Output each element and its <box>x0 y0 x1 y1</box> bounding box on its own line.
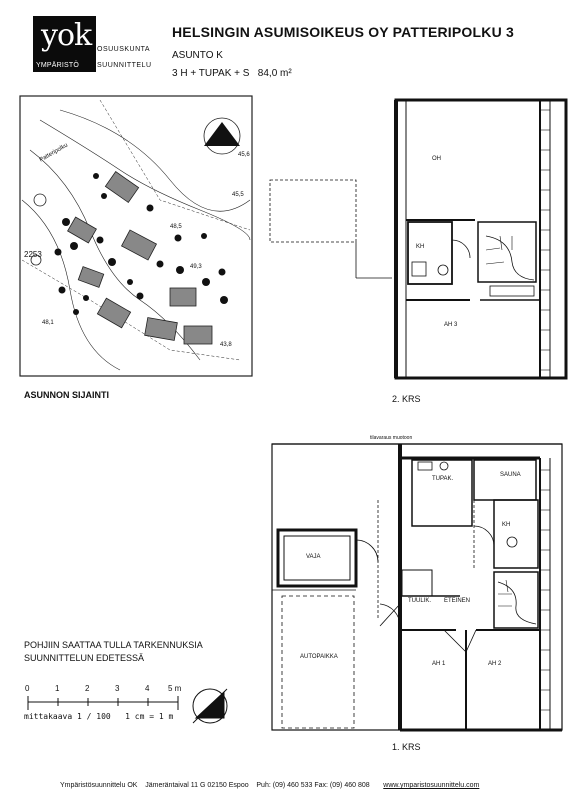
scale-tick-2: 2 <box>85 684 90 693</box>
site-plan-caption: ASUNNON SIJAINTI <box>24 390 110 400</box>
scale-tick-1: 1 <box>55 684 60 693</box>
apartment-label: ASUNTO K <box>172 50 223 61</box>
site-label-h4: 48,5 <box>170 224 182 230</box>
footer-address: Jämeräntaival 11 G 02150 Espoo <box>145 782 249 789</box>
room-kh-1: KH <box>502 522 511 528</box>
room-oh: OH <box>432 156 441 162</box>
floor2-caption: 2. KRS <box>392 394 421 404</box>
scale-bar <box>27 696 179 710</box>
north-arrow <box>192 688 228 724</box>
room-vaja: VAJA <box>306 554 321 560</box>
room-ah1: AH 1 <box>432 661 446 667</box>
floor1-top-note: tilavaraus muotoon <box>370 435 413 441</box>
layout-text: 3 H + TUPAK + S <box>172 68 250 79</box>
area-text: 84,0 m² <box>257 68 292 79</box>
site-label-h2: 43,8 <box>220 342 232 348</box>
room-tupak: TUPAK. <box>432 476 454 482</box>
site-label-h3: 49,3 <box>190 264 202 270</box>
room-autopaikka: AUTOPAIKKA <box>300 654 338 660</box>
footer-website-link[interactable]: www.ymparistosuunnittelu.com <box>383 782 480 789</box>
page-title: HELSINGIN ASUMISOIKEUS OY PATTERIPOLKU 3 <box>172 24 514 40</box>
site-north-arrow <box>203 117 241 155</box>
scale-tick-3: 3 <box>115 684 120 693</box>
scale-tick-0: 0 <box>25 684 30 693</box>
site-label-h6: 45,5 <box>232 192 244 198</box>
scale-text: mittakaava 1 / 100 1 cm = 1 m <box>24 712 174 721</box>
room-eteinen: ETEINEN <box>444 598 471 604</box>
scale-tick-5: 5 m <box>168 684 182 693</box>
footer-company: Ympäristösuunnittelu OK <box>60 782 138 789</box>
company-logo: yok YMPÄRISTÖ <box>33 16 96 72</box>
note-line1: POHJIIN SAATTAA TULLA TARKENNUKSIA <box>24 640 203 650</box>
scale-tick-4: 4 <box>145 684 150 693</box>
room-ah2: AH 2 <box>488 661 502 667</box>
floor1-caption: 1. KRS <box>392 742 421 752</box>
room-layout: 3 H + TUPAK + S 84,0 m² <box>172 68 292 79</box>
room-kh-2: KH <box>416 244 425 250</box>
site-label-h5: 45,6 <box>238 152 250 158</box>
logo-line2: SUUNNITTELU <box>97 62 152 69</box>
room-sauna: SAUNA <box>500 472 521 478</box>
logo-line1: OSUUSKUNTA <box>97 46 151 53</box>
footer: Ympäristösuunnittelu OK Jämeräntaival 11… <box>60 782 479 789</box>
site-label-plot: 2253 <box>24 250 42 259</box>
site-plan-map <box>19 95 253 377</box>
footer-phone: Puh: (09) 460 533 Fax: (09) 460 808 <box>256 782 370 789</box>
logo-mark: yok <box>41 18 92 53</box>
site-label-h1: 48,1 <box>42 320 54 326</box>
room-ah3: AH 3 <box>444 322 458 328</box>
floor1-plan <box>271 443 563 732</box>
floor2-plan <box>269 98 568 380</box>
room-tuulik: TUULIK. <box>408 598 432 604</box>
logo-tagline: YMPÄRISTÖ <box>36 62 80 69</box>
note-line2: SUUNNITTELUN EDETESSÄ <box>24 653 145 663</box>
